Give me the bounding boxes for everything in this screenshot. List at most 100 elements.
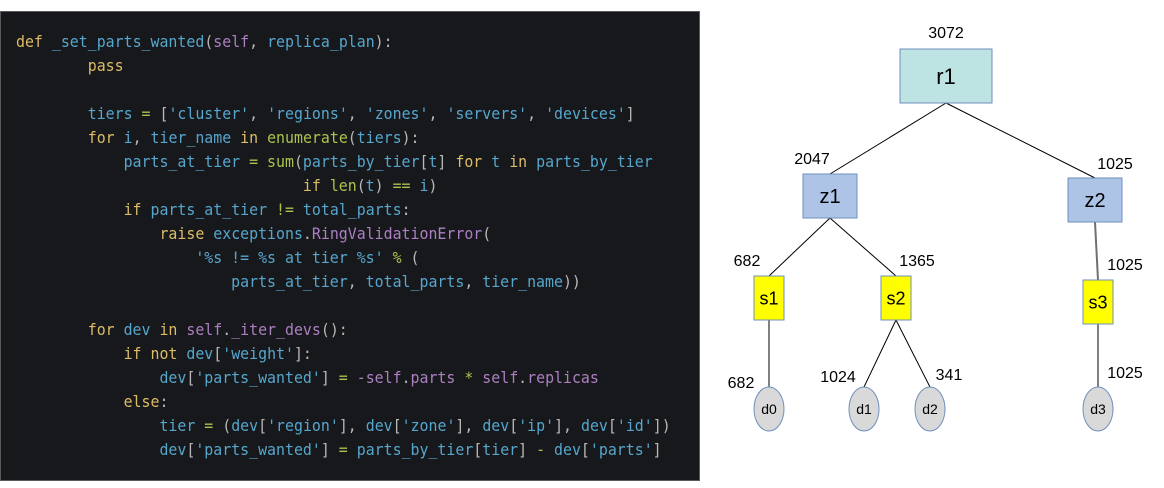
zone-node-shape (1067, 177, 1123, 223)
code-token: . (518, 368, 528, 387)
device-node-shape (848, 386, 880, 432)
code-token: % (383, 248, 402, 267)
code-token: [ (580, 440, 590, 459)
code-token: else (16, 392, 160, 411)
parts-count-label: 1025 (1107, 257, 1143, 274)
code-token: tiers (16, 104, 142, 123)
code-token: parts_at_tier (16, 272, 348, 291)
code-token: _set_parts_wanted (42, 32, 205, 51)
code-token: parts_by_tier (302, 152, 420, 171)
code-token: sum (258, 152, 294, 171)
code-token: 'parts' (589, 440, 653, 459)
code-token: 'ip' (518, 416, 555, 435)
node-label: d3 (1090, 401, 1106, 417)
code-token: , (428, 104, 447, 123)
code-token: total_parts (293, 200, 402, 219)
code-token: [ (607, 416, 617, 435)
code-token: 'devices' (545, 104, 626, 123)
code-panel: def _set_parts_wanted(self, replica_plan… (0, 11, 700, 481)
code-token: [ (186, 440, 196, 459)
code-token: tier_name (482, 272, 563, 291)
parts-count-label: 2047 (794, 151, 830, 168)
code-token: 'weight' (222, 344, 294, 363)
edge-z1-s2 (829, 217, 897, 277)
parts-count-label: 1024 (820, 369, 856, 386)
code-token: ( (356, 176, 366, 195)
code-token: , (527, 104, 546, 123)
code-token: if not (16, 344, 178, 363)
code-line: pass (16, 54, 671, 78)
code-token: self (473, 368, 519, 387)
code-token: = (338, 440, 348, 459)
code-token: 'parts_wanted' (195, 368, 321, 387)
code-token: 'zone' (401, 416, 456, 435)
node-label: s1 (759, 288, 778, 308)
code-token: [ (258, 416, 268, 435)
code-token: 'zones' (365, 104, 429, 123)
node-d3: d3 1025 (1082, 365, 1143, 432)
code-token: : (401, 200, 411, 219)
tier-tree-diagram: r13072z12047z21025s1682s21365s31025d0682… (728, 25, 1143, 432)
code-line: dev['parts_wanted'] = parts_by_tier[tier… (16, 438, 671, 462)
node-label: d2 (922, 401, 938, 417)
code-token: tier (482, 440, 519, 459)
edge-z2-s3 (1094, 221, 1099, 281)
parts-count-label: 1025 (1107, 365, 1143, 382)
code-token: . (222, 320, 232, 339)
server-node-shape (1082, 279, 1114, 325)
code-token: ], (455, 416, 483, 435)
code-token: dev (177, 344, 214, 363)
code-token: = (249, 152, 259, 171)
code-token: _iter_devs (231, 320, 321, 339)
code-line: '%s != %s at tier %s' % ( (16, 246, 671, 270)
code-line: dev['parts_wanted'] = -self.parts * self… (16, 366, 671, 390)
code-token: [ (186, 368, 196, 387)
parts-count-label: 3072 (928, 25, 964, 42)
code-token: ], (338, 416, 366, 435)
code-token: parts_at_tier (16, 152, 250, 171)
code-token: . (401, 368, 411, 387)
code-token: = (204, 416, 214, 435)
zone-node-shape (802, 173, 858, 219)
code-token: tier_name (150, 128, 241, 147)
code-token: [ (509, 416, 519, 435)
parts-count-label: 682 (728, 375, 755, 392)
code-token: ( (482, 224, 492, 243)
node-d0: d0 682 (728, 375, 785, 432)
node-z2: z2 1025 (1067, 156, 1133, 223)
code-token: ], (554, 416, 581, 435)
edge-z1-s1 (768, 217, 831, 277)
code-line: parts_at_tier = sum(parts_by_tier[t] for… (16, 150, 671, 174)
code-token: , (249, 104, 268, 123)
code-line: for i, tier_name in enumerate(tiers): (16, 126, 671, 150)
code-token: )) (562, 272, 581, 291)
code-token: parts_by_tier (527, 152, 653, 171)
code-token: exceptions (204, 224, 303, 243)
code-token: ] (625, 104, 635, 123)
node-label: s3 (1088, 292, 1107, 312)
code-token: (): (320, 320, 348, 339)
code-token: raise (16, 224, 205, 243)
edge-s2-d1 (863, 319, 897, 388)
code-token: ): (401, 128, 420, 147)
code-token: tier (16, 416, 205, 435)
code-token: 'id' (616, 416, 653, 435)
code-token: ( (401, 248, 420, 267)
code-token: != (276, 200, 294, 219)
code-token: len (320, 176, 357, 195)
node-label: d0 (761, 401, 777, 417)
code-token: self (213, 32, 250, 51)
node-label: r1 (936, 64, 956, 89)
code-token: dev (545, 440, 581, 459)
code-token: 'parts_wanted' (195, 440, 321, 459)
edge-r1-z1 (829, 102, 947, 175)
node-label: z2 (1084, 190, 1105, 212)
code-token: ] (652, 440, 662, 459)
code-token: - (536, 440, 546, 459)
code-token: dev (16, 368, 187, 387)
parts-count-label: 1025 (1097, 156, 1133, 173)
code-token: pass (16, 56, 124, 75)
